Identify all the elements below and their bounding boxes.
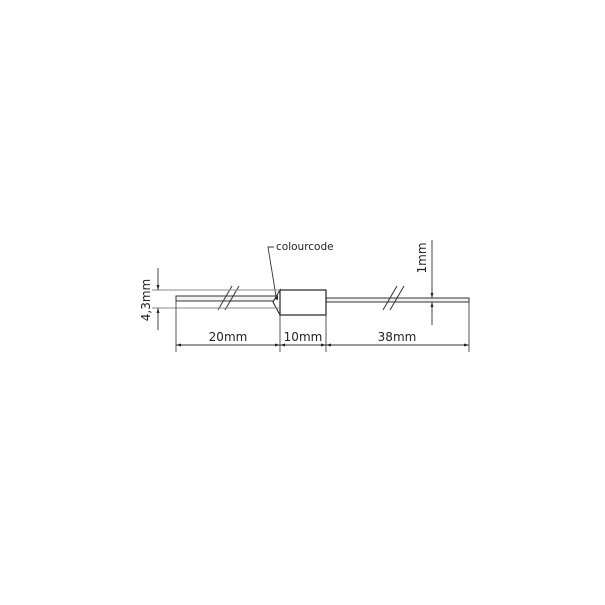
- component-body: [272, 288, 327, 316]
- wire-break-mark-right: [382, 285, 405, 311]
- body-length-label: 10mm: [284, 330, 323, 344]
- colourcode-label: colourcode: [276, 241, 334, 253]
- left-lead-length-label: 20mm: [209, 330, 248, 344]
- colourcode-mark: [275, 295, 278, 300]
- right-lead-length-label: 38mm: [378, 330, 417, 344]
- body-diameter-label: 4,3mm: [139, 279, 153, 321]
- colourcode-callout: colourcode: [267, 241, 334, 297]
- dimension-body-diameter: [152, 268, 280, 330]
- wire-diameter-label: 1mm: [415, 242, 429, 273]
- right-lead-wire: [325, 297, 470, 303]
